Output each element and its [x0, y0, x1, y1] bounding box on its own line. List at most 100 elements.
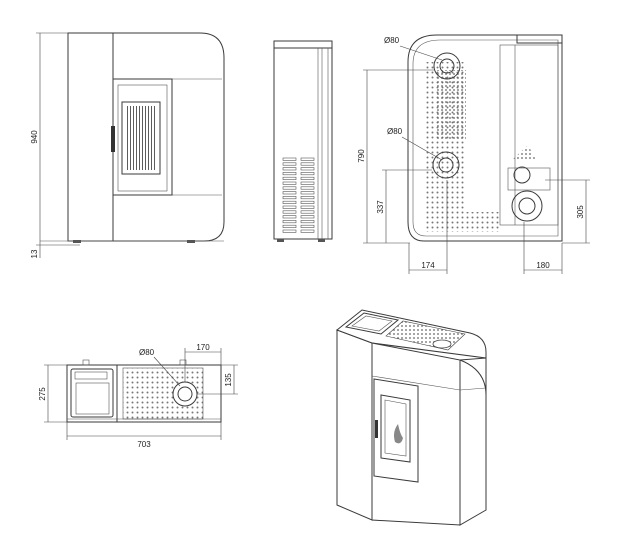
dim-337-label: 337: [376, 200, 385, 214]
side-vent-slot: [282, 215, 297, 219]
side-vent-slot: [282, 162, 297, 166]
iso-front-divider: [371, 375, 461, 391]
iso-left-side: [336, 329, 373, 521]
side-vent-slot: [282, 205, 297, 209]
rear-body-outline: [407, 34, 563, 242]
side-vent-slot: [282, 200, 297, 204]
top-knob-2: [179, 359, 187, 366]
iso-right-curve: [459, 359, 487, 396]
side-vent-slot: [300, 210, 315, 214]
side-vent-slot: [282, 176, 297, 180]
flue-mid-outer: [432, 151, 460, 179]
dim-180-label: 180: [536, 261, 550, 270]
dim-13-label: 13: [30, 249, 39, 258]
side-vent-slot: [300, 167, 315, 171]
side-vent-slot: [282, 229, 297, 233]
side-vent-slot: [282, 224, 297, 228]
iso-right-side: [459, 357, 487, 526]
front-foot-left: [73, 240, 81, 243]
iso-top-flue: [432, 339, 452, 349]
top-flue-inner: [177, 386, 193, 402]
side-vent-slot: [300, 186, 315, 190]
dim-790-label: 790: [357, 149, 366, 163]
flue-top-outer: [433, 52, 461, 80]
top-hopper-inner: [75, 382, 110, 415]
side-vent-slot: [300, 157, 315, 161]
front-view: 940 13: [30, 32, 225, 258]
dim-135-label: 135: [224, 373, 233, 387]
iso-door-handle: [375, 420, 378, 438]
rear-view: Ø80 Ø80 790 337 305 174 180: [357, 34, 590, 274]
side-vent-slot: [300, 172, 315, 176]
side-vent-slot: [282, 172, 297, 176]
side-vent-slot: [282, 196, 297, 200]
rear-top-bracket: [516, 34, 563, 44]
dim-170-label: 170: [196, 343, 210, 352]
rear-right-panel: [499, 44, 559, 226]
top-flue-leader: [153, 356, 181, 387]
flue-top-label: Ø80: [384, 36, 400, 45]
dim-703-label: 703: [137, 440, 151, 449]
iso-right-divider: [459, 387, 487, 391]
side-foot-left: [277, 239, 284, 242]
side-vent-slot: [282, 186, 297, 190]
side-vent-slot: [282, 210, 297, 214]
top-flue-outer: [172, 381, 198, 407]
rear-motor: [513, 166, 531, 184]
side-body: [273, 40, 333, 240]
iso-door-glass: [380, 394, 411, 463]
side-vent-slot: [300, 215, 315, 219]
top-grille-frame: [122, 367, 204, 420]
side-vent-slot: [282, 220, 297, 224]
top-knob: [82, 359, 90, 366]
side-vent-slots: [282, 157, 315, 233]
iso-hopper-lid: [344, 312, 400, 335]
top-display: [74, 371, 108, 380]
top-flue-label: Ø80: [139, 348, 155, 357]
flue-top-inner: [439, 58, 455, 74]
side-vent-slot: [300, 181, 315, 185]
flue-top-leader: [399, 45, 443, 61]
top-view: Ø80 170 135 275 703: [38, 343, 238, 449]
dim-940-label: 940: [30, 130, 39, 144]
side-vent-slot: [300, 200, 315, 204]
side-vent-slot: [282, 191, 297, 195]
side-vent-slot: [300, 220, 315, 224]
side-vent-slot: [300, 176, 315, 180]
side-vent-slot: [300, 224, 315, 228]
top-hopper-lid: [70, 368, 114, 418]
front-glass: [121, 101, 161, 175]
flue-mid-leader: [401, 136, 443, 161]
side-vent-slot: [282, 157, 297, 161]
rear-inner-outline: [412, 39, 559, 237]
side-vent-slot: [300, 196, 315, 200]
flue-mid-inner: [438, 157, 454, 173]
isometric-view: [335, 309, 487, 526]
dim-174-label: 174: [421, 261, 435, 270]
side-vent-slot: [282, 167, 297, 171]
flue-mid-label: Ø80: [387, 127, 403, 136]
iso-flame: [394, 424, 403, 444]
side-view: [273, 40, 333, 242]
front-firebox-bars: [126, 106, 156, 170]
rear-ash-ramp: [512, 145, 536, 160]
side-vent-slot: [300, 162, 315, 166]
front-door-inner: [117, 84, 168, 192]
rear-bottom-dot-panel: [425, 212, 500, 232]
side-top-cap: [273, 40, 333, 49]
front-door-handle: [111, 126, 115, 152]
iso-door-inner-frame: [384, 399, 407, 457]
top-body: [66, 364, 222, 423]
dim-275-label: 275: [38, 387, 47, 401]
side-vent-slot: [282, 181, 297, 185]
iso-hopper-lid-inner: [351, 315, 393, 332]
rear-fan-inner: [518, 197, 536, 215]
rear-motor-box: [507, 167, 551, 191]
rear-grid-panel: [436, 70, 466, 140]
front-foot-right: [187, 240, 195, 243]
side-vent-slot: [300, 229, 315, 233]
side-foot-right: [318, 239, 325, 242]
side-vent-slot: [300, 191, 315, 195]
rear-fan-outer: [511, 190, 543, 222]
